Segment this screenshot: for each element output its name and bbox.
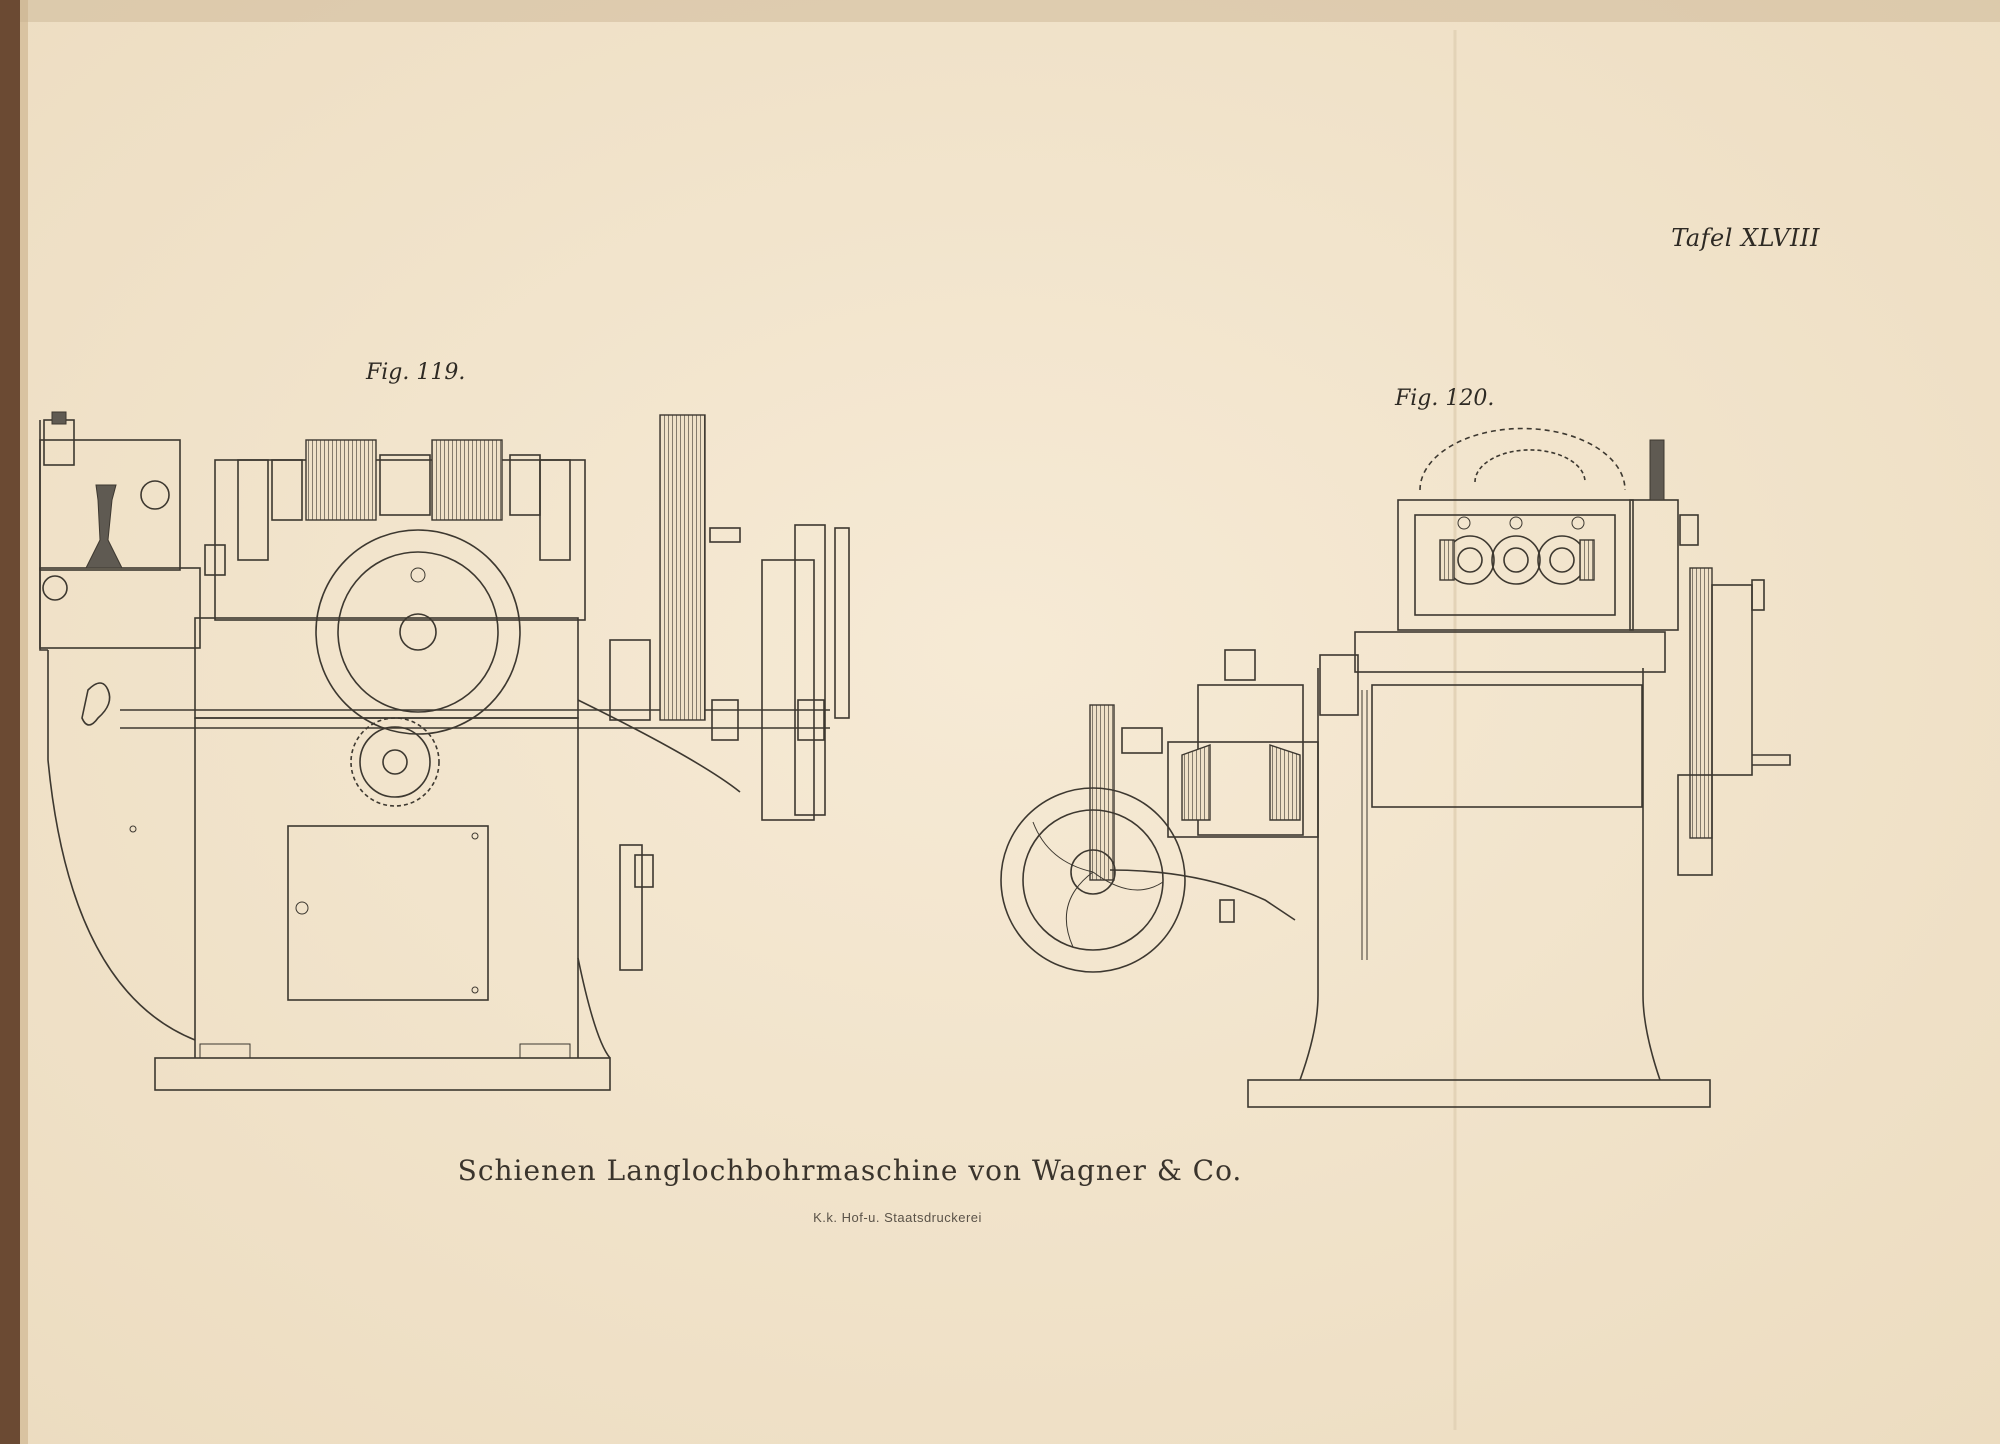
- plate-title: Schienen Langlochbohrmaschine von Wagner…: [457, 1154, 1243, 1187]
- figure-120: [1000, 427, 1791, 1108]
- printer-imprint: K.k. Hof-u. Staatsdruckerei: [813, 1210, 982, 1225]
- figure-label-119: Fig. 119.: [366, 360, 466, 385]
- plate-number: Tafel XLVIII: [1671, 224, 1820, 252]
- binding-edge: [0, 0, 20, 1444]
- figure-label-120: Fig. 120.: [1395, 386, 1495, 411]
- figure-119: [39, 411, 850, 1091]
